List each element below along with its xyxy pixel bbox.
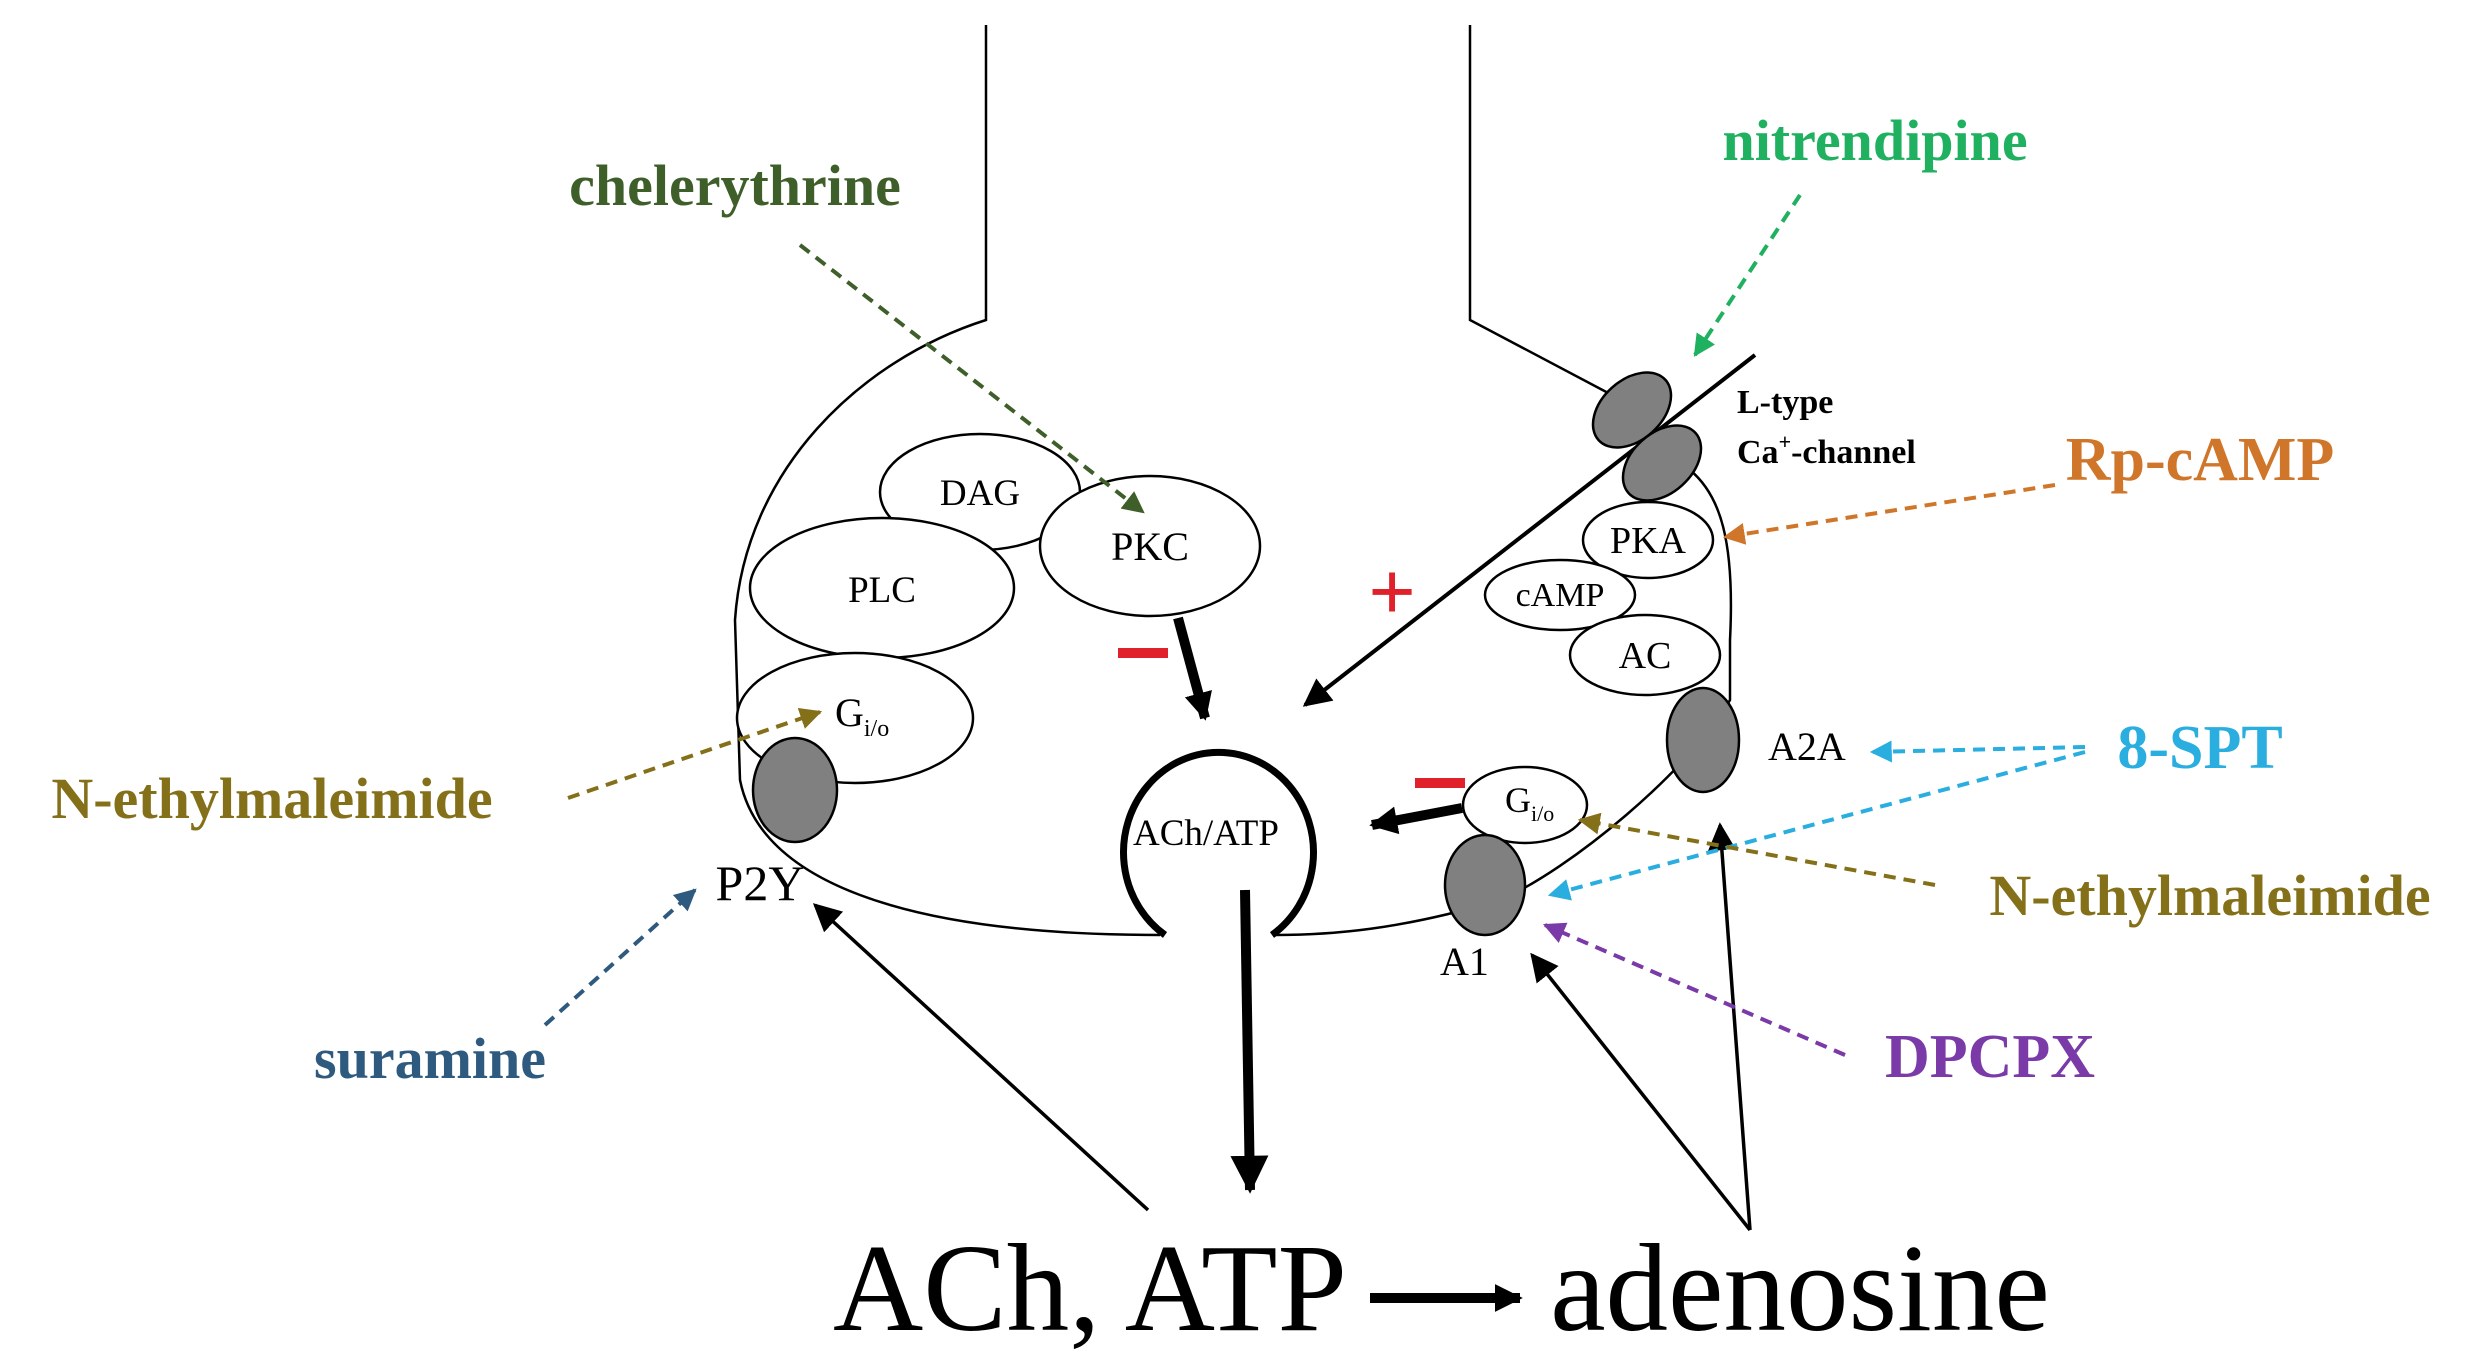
ltype-label-rest: -channel (1791, 434, 1916, 471)
spt-label: 8-SPT (2117, 714, 2282, 782)
camp-label: cAMP (1516, 577, 1605, 614)
plc-label: PLC (848, 570, 916, 611)
dpcpx-label: DPCPX (1885, 1023, 2095, 1091)
nem-left-arrow (567, 707, 823, 800)
ltype-label-sup: + (1779, 429, 1792, 454)
p2y-label: P2Y (716, 855, 805, 911)
adenosine-to-a2a-arrow (1707, 822, 1752, 1231)
spt-to-a1-arrow (1547, 750, 2086, 901)
release-arrow (1230, 889, 1269, 1194)
pkc-label: PKC (1111, 524, 1189, 569)
bottom-ach-atp-text: ACh, ATP (833, 1220, 1347, 1358)
ltype-label-line1: L-type (1737, 384, 1833, 421)
nitrendipine-arrow (1693, 193, 1802, 357)
ltype-label-ca: Ca (1737, 434, 1779, 471)
nem-right-label: N-ethylmaleimide (1989, 863, 2430, 928)
spt-to-a2a-arrow (1869, 740, 2086, 763)
pkc-node: PKC (1038, 474, 1262, 618)
a1-label: A1 (1440, 939, 1489, 984)
gio-left-sub: i/o (864, 716, 889, 742)
a1-receptor (1443, 833, 1527, 937)
svg-text:Ca+-channel: Ca+-channel (1737, 429, 1916, 471)
pkc-inhibition-minus (1118, 648, 1168, 658)
gio-right-sub: i/o (1531, 801, 1554, 826)
stimulation-plus-sign: + (1368, 546, 1416, 639)
gio-right-main: G (1505, 780, 1531, 820)
a2a-label: A2A (1768, 724, 1846, 769)
a2a-receptor (1665, 686, 1741, 794)
l-type-ca-channel: L-type Ca+-channel (1302, 353, 1916, 707)
pka-node: PKA (1581, 500, 1715, 580)
adenosine-to-a1-arrow (1530, 952, 1752, 1232)
plc-node: PLC (748, 516, 1016, 660)
svg-text:Gi/o: Gi/o (1505, 780, 1554, 826)
vesicle: ACh/ATP (1120, 748, 1317, 938)
rp-camp-arrow (1722, 483, 2056, 545)
vesicle-label: ACh/ATP (1133, 813, 1279, 854)
bottom-adenosine-text: adenosine (1550, 1220, 2050, 1358)
chelerythrine-label: chelerythrine (569, 153, 901, 218)
pkc-to-vesicle-arrow (1173, 616, 1212, 721)
gio-right-node: Gi/o (1461, 765, 1589, 845)
dpcpx-arrow (1542, 922, 1846, 1057)
gio-inhibition-minus (1415, 778, 1465, 788)
p2y-receptor (751, 736, 839, 844)
suramine-label: suramine (314, 1026, 546, 1091)
atp-to-p2y-arrow (812, 903, 1150, 1212)
rp-camp-label: Rp-cAMP (2066, 426, 2335, 494)
suramine-arrow (543, 888, 697, 1027)
nem-right-arrow (1577, 812, 1936, 887)
nitrendipine-label: nitrendipine (1722, 108, 2027, 173)
camp-node: cAMP (1483, 558, 1637, 632)
ac-node: AC (1568, 613, 1722, 697)
dag-label: DAG (940, 473, 1020, 514)
svg-text:Gi/o: Gi/o (835, 690, 889, 742)
ac-label: AC (1619, 635, 1672, 677)
gio-left-main: G (835, 690, 864, 735)
nem-left-label: N-ethylmaleimide (51, 766, 492, 831)
chelerythrine-arrow (798, 243, 1145, 514)
gio-to-vesicle-arrow (1369, 803, 1463, 835)
pka-label: PKA (1610, 520, 1687, 562)
